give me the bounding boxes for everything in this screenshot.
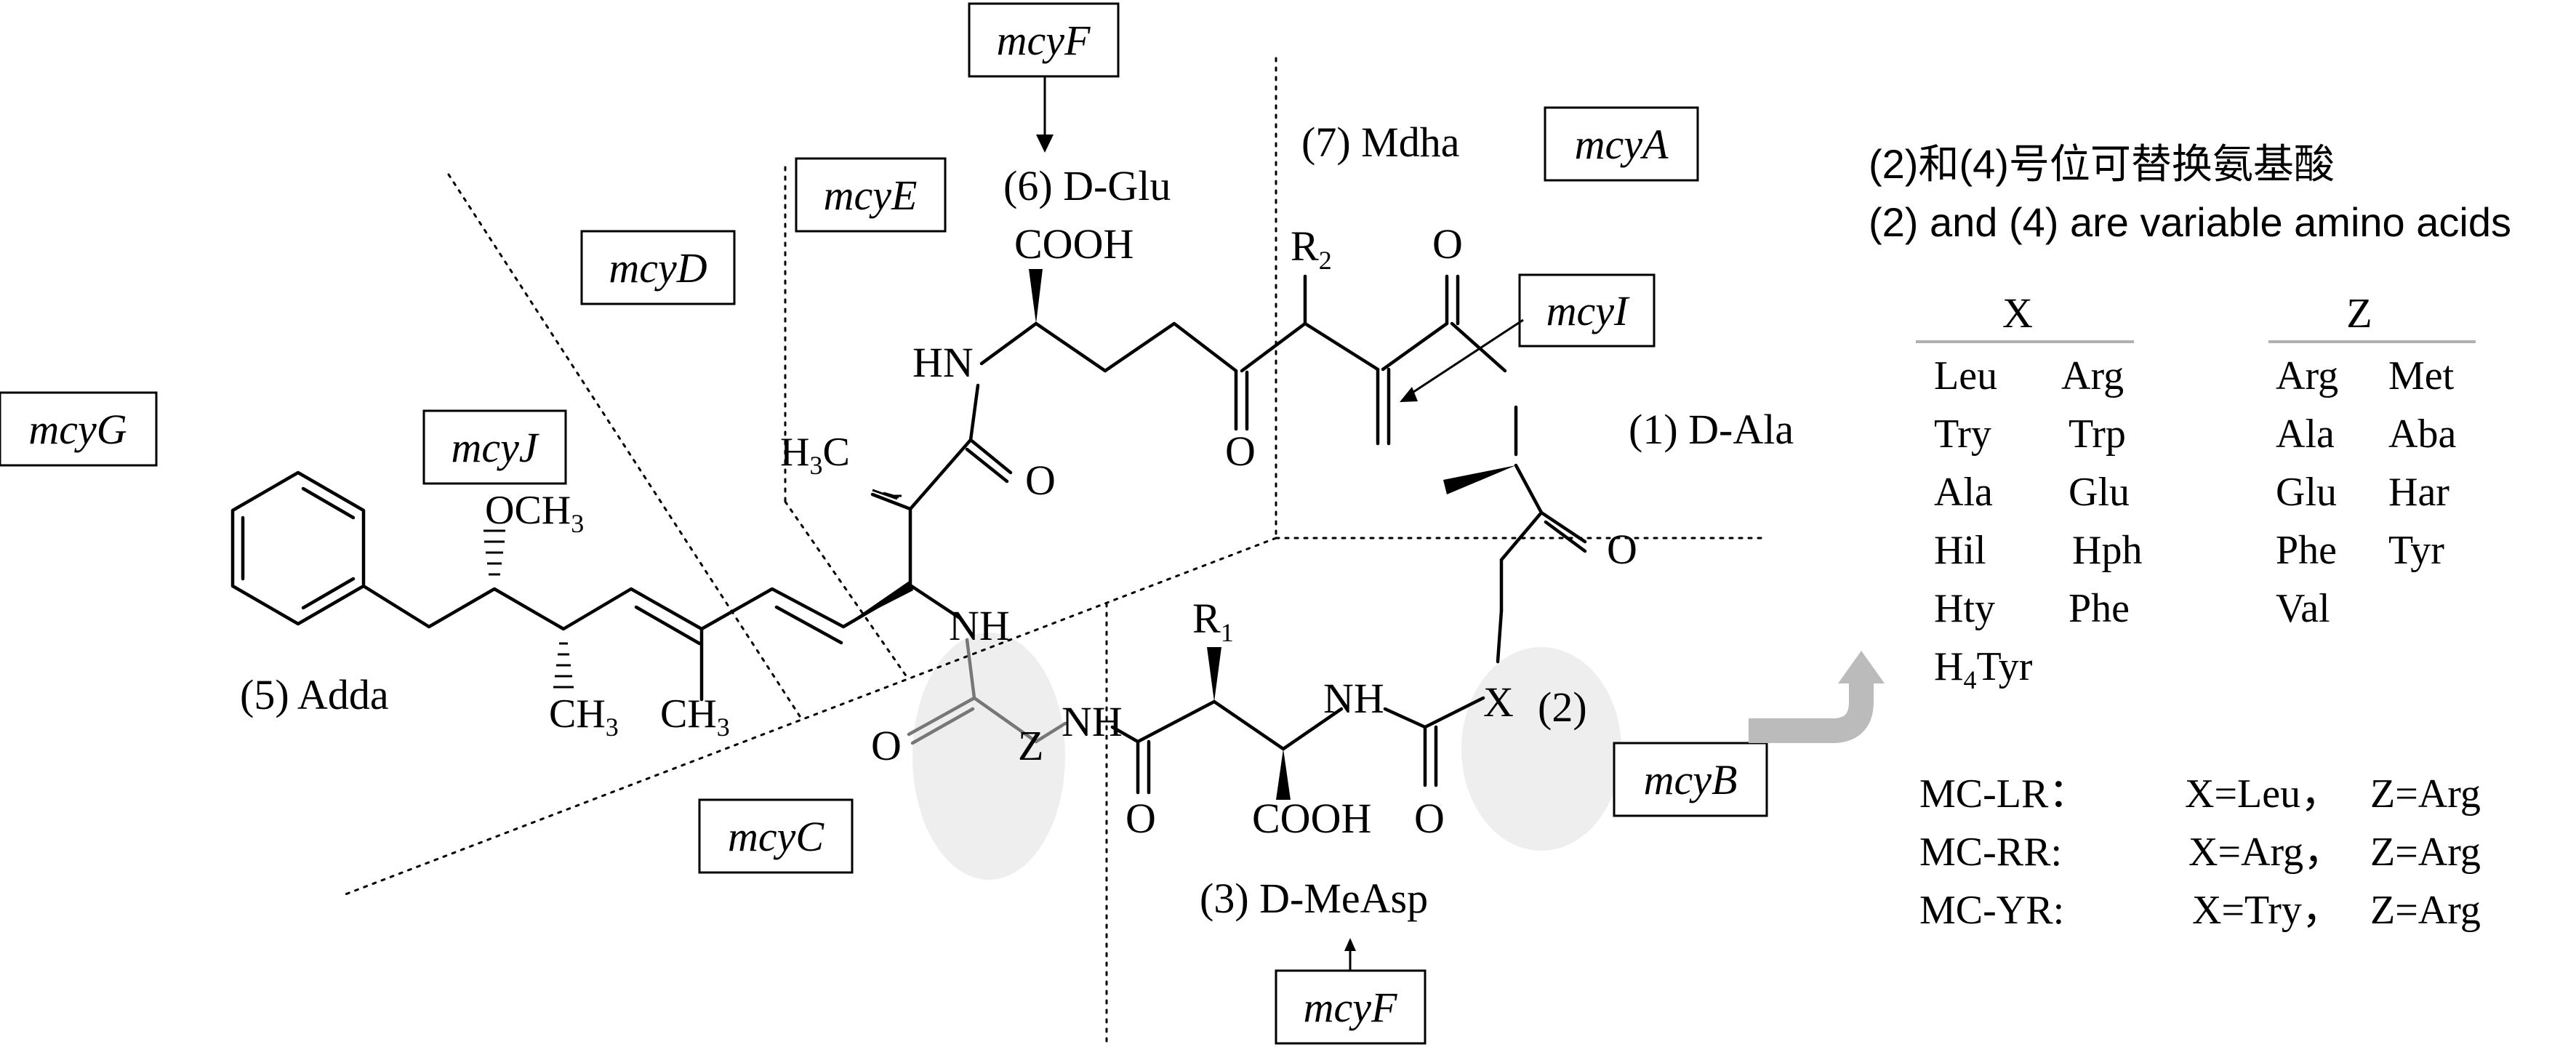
variant-name: MC-LR：: [1919, 771, 2089, 817]
heading-english: (2) and (4) are variable amino acids: [1869, 199, 2511, 245]
arrows: [1036, 76, 1885, 971]
arrow-mcyI: [1406, 318, 1524, 398]
boundary-line: [784, 500, 910, 681]
label-z: Z: [1018, 722, 1043, 769]
gene-box-mcyI: [1518, 273, 1656, 348]
residue-1-label: (1) D-Ala: [1629, 406, 1794, 453]
gene-label-mcyF-bottom: mcyF: [1304, 984, 1397, 1031]
gene-box-mcyE: [795, 157, 947, 233]
label-o: O: [1607, 526, 1637, 573]
heading-chinese: (2)和(4)号位可替换氨基酸: [1869, 141, 2335, 187]
variant-x: X=Leu，: [2185, 771, 2341, 817]
z-cell: Val: [2276, 586, 2330, 631]
z-cell: Glu: [2276, 470, 2337, 515]
x-cell: Glu: [2069, 470, 2130, 515]
label-och3: OCH3: [485, 488, 584, 538]
z-cell: Aba: [2388, 412, 2456, 457]
legend-panel: (2)和(4)号位可替换氨基酸 (2) and (4) are variable…: [1869, 141, 2511, 933]
z-cell: Har: [2388, 470, 2449, 515]
atom-labels: COOH HN H3C O O O O R2 OCH3 CH3 CH3 NH R…: [485, 220, 1637, 842]
label-o: O: [1225, 428, 1256, 475]
label-r1: R1: [1192, 595, 1234, 647]
variant-name: MC-YR:: [1919, 888, 2064, 933]
label-cooh-top: COOH: [1014, 220, 1133, 268]
boundary-line: [447, 173, 801, 718]
label-nh-asp: NH: [1323, 675, 1384, 722]
gene-label-mcyC: mcyC: [728, 813, 824, 860]
gene-label-mcyJ: mcyJ: [451, 424, 539, 471]
gene-box-mcyC: [698, 798, 854, 874]
x-cell: Try: [1934, 412, 1991, 457]
x-cell: Trp: [2069, 412, 2126, 457]
x-cell: Hil: [1934, 528, 1986, 573]
variant-z: Z=Arg: [2370, 771, 2481, 817]
label-o: O: [1025, 457, 1056, 504]
gene-box-mcyA: [1544, 106, 1699, 182]
residue-2-label: (2): [1538, 683, 1587, 731]
gene-box-mcyF-top: [968, 2, 1120, 78]
label-o: O: [1126, 795, 1156, 842]
label-hn: HN: [912, 339, 974, 386]
label-o: O: [1432, 220, 1463, 268]
residue-5-label: (5) Adda: [240, 671, 389, 718]
variant-name: MC-RR:: [1919, 830, 2062, 875]
label-h3c: H3C: [780, 430, 850, 480]
z-cell: Phe: [2276, 528, 2337, 573]
gene-box-mcyG: [0, 391, 158, 467]
gene-box-mcyF-bottom: [1275, 969, 1427, 1045]
big-grey-arrow: [1749, 680, 1874, 743]
x-cell: Phe: [2069, 586, 2130, 631]
x-table-header: X: [2002, 289, 2033, 337]
variant-z: Z=Arg: [2370, 830, 2481, 875]
residue-7-label: (7) Mdha: [1301, 119, 1459, 166]
label-r2: R2: [1291, 222, 1332, 275]
variant-x: X=Arg，: [2188, 830, 2344, 875]
label-nh-adda: NH: [949, 602, 1010, 649]
label-nh-z: NH: [1062, 698, 1123, 745]
x-cell: H4Tyr: [1934, 644, 2033, 694]
x-cell: Leu: [1934, 353, 1997, 398]
residue-3-label: (3) D-MeAsp: [1200, 875, 1428, 922]
chemical-structure: [230, 269, 1587, 800]
x-cell: Ala: [1934, 470, 1993, 515]
x-cell: Hty: [1934, 586, 1995, 631]
label-o: O: [871, 722, 902, 769]
z-cell: Tyr: [2388, 528, 2444, 573]
gene-box-mcyB: [1613, 742, 1768, 817]
gene-label-mcyB: mcyB: [1644, 756, 1738, 803]
label-x: X: [1483, 678, 1514, 726]
gene-label-mcyG: mcyG: [28, 406, 127, 453]
gene-label-mcyE: mcyE: [824, 172, 918, 219]
z-cell: Ala: [2276, 412, 2335, 457]
variant-x: X=Try，: [2192, 888, 2343, 933]
x-cell: Hph: [2072, 528, 2142, 573]
z-table-header: Z: [2346, 289, 2372, 337]
label-ch3: CH3: [549, 691, 619, 742]
gene-label-mcyI: mcyI: [1546, 287, 1630, 334]
label-cooh-bottom: COOH: [1252, 795, 1371, 842]
variant-z: Z=Arg: [2370, 888, 2481, 933]
gene-label-mcyA: mcyA: [1575, 121, 1669, 168]
gene-label-mcyF-top: mcyF: [997, 17, 1091, 64]
label-ch3: CH3: [660, 691, 730, 742]
z-cell: Met: [2388, 353, 2455, 398]
gene-boxes: mcyF mcyE mcyD mcyA mcyI mcyG mcyJ mcyC …: [0, 2, 1768, 1045]
gene-box-mcyD: [580, 230, 736, 305]
gene-label-mcyD: mcyD: [609, 244, 707, 292]
z-cell: Arg: [2276, 353, 2338, 398]
residue-labels: (6) D-Glu (7) Mdha (1) D-Ala (2) (3) D-M…: [240, 119, 1794, 922]
residue-6-label: (6) D-Glu: [1003, 162, 1171, 209]
gene-box-mcyJ: [422, 409, 567, 485]
residue-2-highlight: [1461, 647, 1621, 851]
label-o: O: [1414, 795, 1445, 842]
x-cell: Arg: [2061, 353, 2124, 398]
residue-4-highlight: [912, 633, 1065, 880]
benzene-ring: [230, 470, 366, 626]
